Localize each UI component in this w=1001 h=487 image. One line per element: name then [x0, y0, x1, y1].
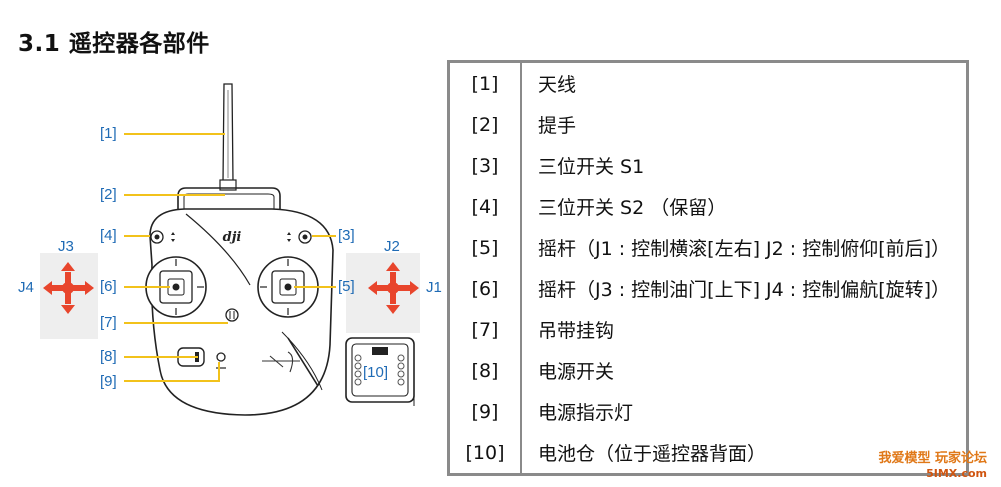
lanyard-hook — [225, 308, 239, 322]
part-number: [10] — [448, 432, 522, 475]
battery-compartment — [345, 337, 415, 406]
table-row: [8] 电源开关 — [448, 350, 968, 391]
part-number: [8] — [448, 350, 522, 391]
left-stick[interactable] — [145, 256, 207, 318]
part-description: 天线 — [538, 74, 577, 96]
part-description: 电池仓（位于遥控器背面） — [538, 443, 767, 465]
switch-s1[interactable] — [287, 230, 312, 244]
part-number: [7] — [448, 309, 522, 350]
part-description: 三位开关 S2 （保留） — [538, 197, 727, 219]
part-number: [5] — [448, 227, 522, 268]
right-stick-direction-arrows — [346, 253, 420, 333]
watermark-line-1: 我爱模型 玩家论坛 — [878, 451, 987, 466]
callout-7: [7] — [100, 314, 117, 331]
table-row: [2] 提手 — [448, 104, 968, 145]
left-stick-direction-arrows — [40, 253, 98, 339]
part-description: 电源指示灯 — [538, 402, 634, 424]
brand-logo: dji — [223, 230, 242, 245]
controller-diagram: dji — [40, 83, 420, 416]
part-description: 电源开关 — [538, 361, 615, 383]
part-number: [4] — [448, 186, 522, 227]
watermark: 我爱模型 玩家论坛 5IMX.com — [878, 451, 987, 481]
part-description: 吊带挂钩 — [538, 320, 615, 342]
stick-label-j3: J3 — [58, 238, 74, 255]
part-description: 三位开关 S1 — [538, 156, 645, 178]
table-row: [3] 三位开关 S1 — [448, 145, 968, 186]
part-description: 摇杆（J3 : 控制油门[上下] J4 : 控制偏航[旋转]） — [538, 279, 951, 301]
part-number: [9] — [448, 391, 522, 432]
table-row: [4] 三位开关 S2 （保留） — [448, 186, 968, 227]
part-number: [1] — [448, 61, 522, 104]
table-row: [9] 电源指示灯 — [448, 391, 968, 432]
antenna — [219, 83, 237, 191]
switch-s2[interactable] — [150, 230, 175, 244]
phantom-logo — [262, 351, 300, 373]
right-stick[interactable] — [257, 256, 319, 318]
power-indicator-led — [216, 352, 226, 369]
table-row: [5] 摇杆（J1 : 控制横滚[左右] J2 : 控制俯仰[前后]） — [448, 227, 968, 268]
part-description: 提手 — [538, 115, 577, 137]
leader-lines — [124, 133, 336, 382]
table-row: [7] 吊带挂钩 — [448, 309, 968, 350]
stick-label-j1: J1 — [426, 279, 442, 296]
callout-4: [4] — [100, 227, 117, 244]
parts-table: [1] 天线 [2] 提手 [3] 三位开关 S1 [4] 三位开关 S2 （保… — [447, 60, 969, 476]
table-row: [10] 电池仓（位于遥控器背面） — [448, 432, 968, 475]
callout-10: [10] — [363, 364, 389, 381]
callout-1: [1] — [100, 125, 117, 142]
callout-9: [9] — [100, 373, 117, 390]
section-title: 3.1 遥控器各部件 — [18, 31, 210, 57]
stick-label-j4: J4 — [18, 279, 34, 296]
callout-8: [8] — [100, 348, 117, 365]
part-number: [3] — [448, 145, 522, 186]
callout-3: [3] — [338, 227, 355, 244]
part-number: [6] — [448, 268, 522, 309]
stick-label-j2: J2 — [384, 238, 400, 255]
table-row: [6] 摇杆（J3 : 控制油门[上下] J4 : 控制偏航[旋转]） — [448, 268, 968, 309]
handle — [177, 187, 281, 212]
table-row: [1] 天线 — [448, 61, 968, 104]
callout-6: [6] — [100, 278, 117, 295]
part-number: [2] — [448, 104, 522, 145]
callout-5: [5] — [338, 278, 355, 295]
part-description: 摇杆（J1 : 控制横滚[左右] J2 : 控制俯仰[前后]） — [538, 238, 951, 260]
watermark-line-2: 5IMX.com — [926, 467, 987, 480]
callout-2: [2] — [100, 186, 117, 203]
